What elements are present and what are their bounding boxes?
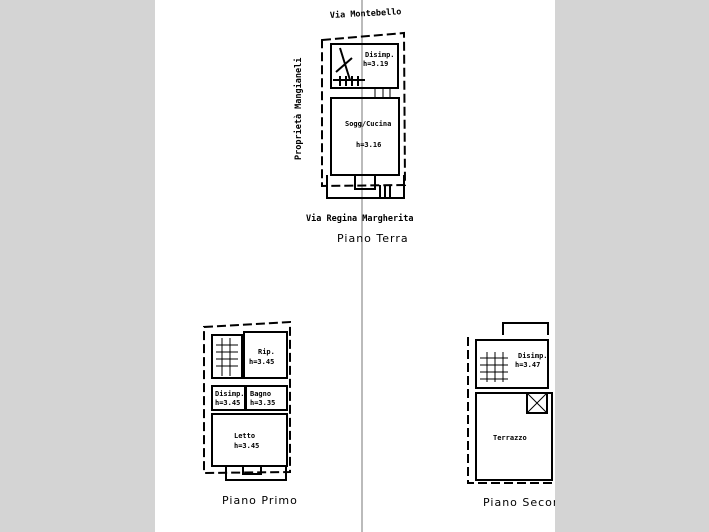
room-label: Bagno: [250, 390, 271, 398]
floor-title: Piano Terra: [337, 232, 409, 245]
room-soggiorno-cucina: [330, 97, 400, 176]
room-height: h=3.45: [234, 442, 259, 450]
room-disimp: [330, 43, 399, 89]
room-ripostiglio: [243, 331, 288, 379]
room-height: h=3.19: [363, 60, 388, 68]
stair-icon: [480, 352, 508, 382]
room-height: h=3.16: [356, 141, 381, 149]
street-south-label: Via Regina Margherita: [306, 213, 413, 224]
lot-boundary: [467, 337, 555, 484]
plan-first-floor: Rip. h=3.45 Disimp. h=3.45 Bagno h=3.35 …: [203, 320, 298, 507]
room-letto: [211, 413, 288, 467]
plan-second-floor: Disimp. h=3.47 Terrazzo Piano Secor: [467, 322, 558, 509]
stair-icon: [333, 47, 365, 86]
room-label: Letto: [234, 432, 255, 440]
skylight: [526, 392, 548, 414]
room-height: h=3.47: [515, 361, 540, 369]
room-height: h=3.45: [249, 358, 274, 366]
floor-title: Piano Secor: [483, 496, 558, 509]
stair-icon: [216, 338, 238, 376]
room-disimp: [475, 339, 549, 389]
room-label: Disimp.: [518, 352, 548, 360]
plan-ground-floor: Via Montebello Proprietà Mangianeli Disi…: [293, 6, 413, 245]
stairwell: [211, 334, 243, 379]
lot-boundary: [203, 320, 291, 475]
room-height: h=3.45: [215, 399, 240, 407]
skylight-icon: [526, 392, 548, 414]
right-margin: [555, 0, 709, 532]
door-icon: [374, 88, 391, 98]
room-label: Terrazzo: [493, 434, 527, 442]
room-bagno: [245, 385, 288, 411]
terrace: [475, 392, 553, 481]
room-label: Disimp.: [365, 51, 395, 59]
neighbor-property-label: Proprietà Mangianeli: [293, 58, 304, 160]
room-label: Disimp.: [215, 390, 245, 398]
roof-access: [502, 322, 549, 335]
room-label: Rip.: [258, 348, 275, 356]
entrance-steps: [326, 175, 405, 199]
floor-title: Piano Primo: [222, 494, 298, 507]
room-label: Sogg/Cucina: [345, 120, 391, 128]
street-north-label: Via Montebello: [330, 6, 402, 21]
balcony: [225, 466, 287, 481]
room-height: h=3.35: [250, 399, 275, 407]
